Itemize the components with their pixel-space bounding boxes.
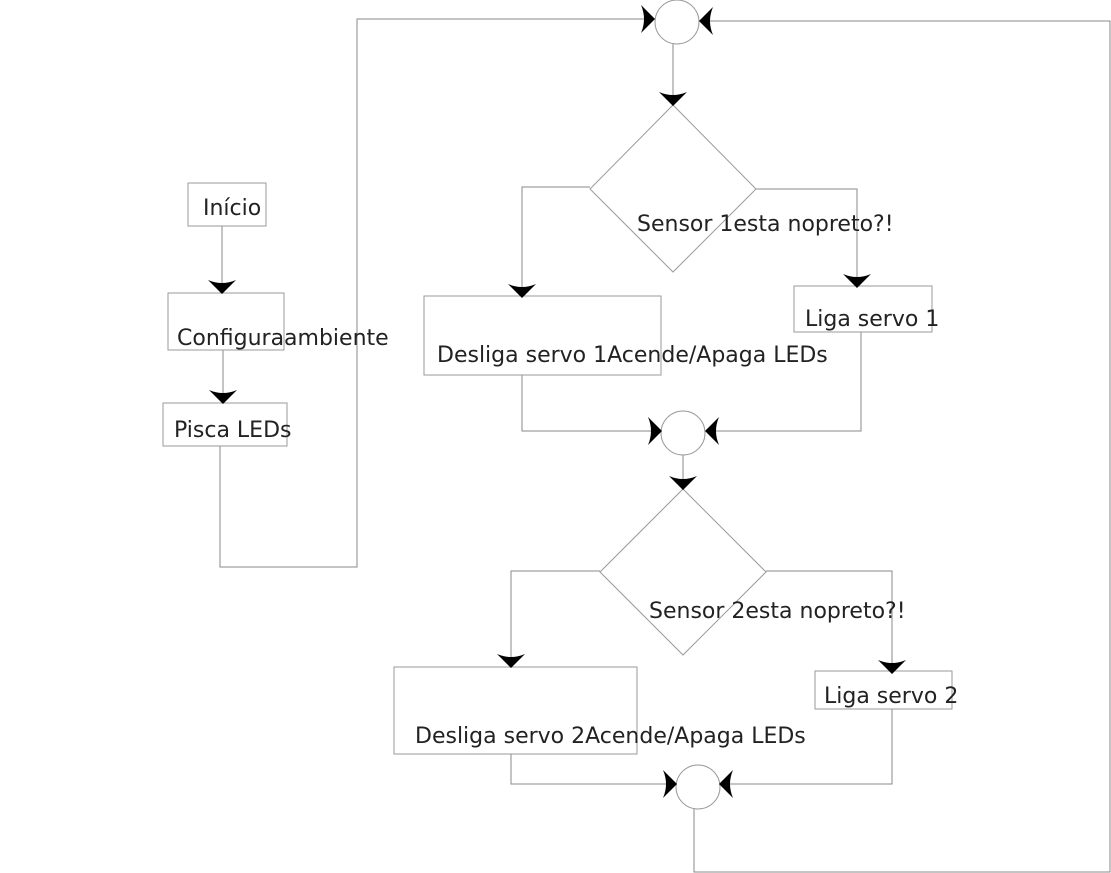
- arrow-left-junction-top: [699, 7, 713, 35]
- connector-sensor1-desliga1: [521, 186, 590, 292]
- connector-sensor1-liga1: [756, 188, 858, 282]
- connector-loop-back: [693, 20, 1111, 873]
- node-liga-servo2: [814, 670, 953, 710]
- node-desliga-servo2: [393, 666, 638, 755]
- node-configura-ambiente: [167, 292, 285, 351]
- connector-liga2-junction3: [724, 709, 893, 785]
- connector-sensor2-desliga2: [510, 570, 600, 662]
- connector-pisca-top-junction: [219, 18, 650, 568]
- arrow-left-junction-middle: [705, 417, 719, 445]
- arrow-left-junction-bottom: [719, 770, 733, 798]
- junction-top: [654, 0, 700, 45]
- arrow-down-sensor2: [669, 476, 697, 490]
- label-configura-ambiente: Configuraambiente: [177, 326, 389, 351]
- label-desliga-servo1: Desliga servo 1Acende/Apaga LEDs: [437, 343, 828, 368]
- arrow-down-configura: [208, 280, 236, 294]
- label-desliga-servo2: Desliga servo 2Acende/Apaga LEDs: [415, 724, 806, 749]
- connector-sensor2-liga2: [766, 570, 893, 668]
- decision-sensor1: [589, 104, 757, 273]
- arrow-right-junction-top: [641, 5, 655, 33]
- junction-middle: [660, 410, 706, 456]
- arrow-down-pisca: [209, 390, 237, 404]
- connector-liga1-junction2: [710, 332, 862, 432]
- decision-sensor2: [599, 488, 767, 656]
- label-sensor1: Sensor 1esta nopreto?!: [637, 212, 894, 237]
- label-inicio: Início: [203, 196, 261, 221]
- labels: Início Configuraambiente Pisca LEDs Sens…: [174, 196, 958, 749]
- label-sensor2: Sensor 2esta nopreto?!: [649, 599, 906, 624]
- connector-desliga2-junction3: [510, 754, 672, 785]
- arrowheads: [208, 5, 906, 798]
- nodes: [162, 0, 953, 810]
- arrow-down-liga2: [878, 660, 906, 674]
- node-liga-servo1: [793, 285, 933, 333]
- arrow-right-junction-bottom: [663, 770, 677, 798]
- node-pisca-leds: [162, 402, 288, 447]
- label-pisca-leds: Pisca LEDs: [174, 418, 292, 443]
- arrow-down-desliga2: [497, 654, 525, 668]
- arrow-down-sensor1: [659, 92, 687, 106]
- connectors: [219, 18, 1111, 873]
- arrow-right-junction-middle: [648, 417, 662, 445]
- node-desliga-servo1: [423, 295, 662, 376]
- label-liga-servo2: Liga servo 2: [824, 684, 958, 709]
- arrow-down-liga1: [843, 274, 871, 288]
- junction-bottom: [675, 764, 721, 810]
- connector-desliga1-junction2: [521, 375, 657, 432]
- label-liga-servo1: Liga servo 1: [805, 307, 939, 332]
- arrow-down-desliga1: [508, 284, 536, 298]
- node-inicio: [187, 182, 267, 227]
